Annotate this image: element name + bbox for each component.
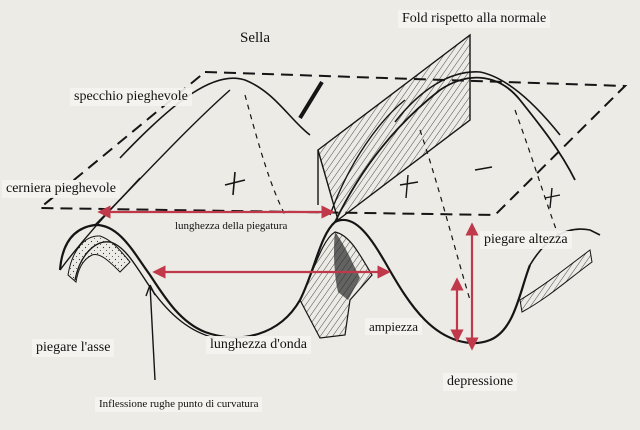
back-fold-dark-stroke [300, 82, 322, 118]
dashed-right-line [515, 110, 560, 240]
label-fold-hinge: cerniera pieghevole [2, 180, 120, 198]
label-wavelength: lunghezza d'onda [206, 336, 311, 354]
label-inflection: Inflessione rughe punto di curvatura [95, 397, 262, 412]
label-saddle: Sella [240, 31, 270, 46]
label-fold-axis: piegare l'asse [32, 339, 114, 357]
label-fold-height: piegare altezza [480, 231, 572, 249]
cross-mark-2 [400, 175, 418, 198]
label-fold-length: lunghezza della piegatura [175, 221, 287, 232]
label-trough: depressione [443, 373, 517, 391]
label-fold-normal: Fold rispetto alla normale [398, 10, 550, 28]
front-wave-inner [75, 242, 215, 338]
label-fold-mirror: specchio pieghevole [70, 88, 192, 106]
cross-mark-3 [475, 167, 492, 170]
cross-mark-1 [225, 172, 245, 195]
axis-leader [150, 285, 155, 380]
label-amplitude: ampiezza [365, 318, 422, 335]
right-edge-hatched [520, 250, 592, 312]
dashed-crest-line [245, 95, 285, 215]
left-section-shade [68, 236, 130, 282]
front-wave [60, 220, 530, 343]
axial-plane-upper [318, 35, 470, 220]
